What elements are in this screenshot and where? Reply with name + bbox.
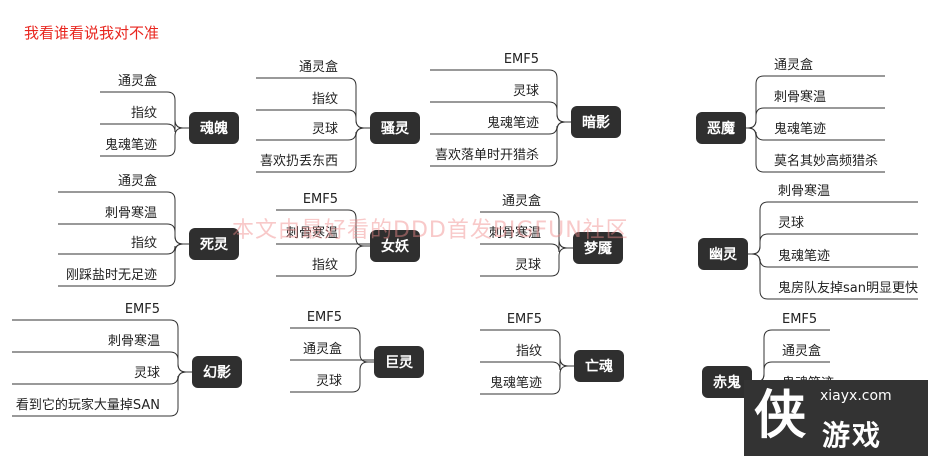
evidence-item-saoling-0: 通灵盒 bbox=[298, 60, 338, 75]
connector-juling-2 bbox=[290, 361, 374, 393]
evidence-item-huanying-0: EMF5 bbox=[124, 302, 160, 317]
connector-youling-3 bbox=[748, 253, 918, 300]
connector-youling-1 bbox=[748, 233, 918, 255]
evidence-item-wanghun-1: 指纹 bbox=[515, 344, 542, 359]
ghost-node-huanying: 幻影 bbox=[192, 356, 242, 388]
ghost-node-wanghun: 亡魂 bbox=[574, 350, 624, 382]
evidence-item-youling-0: 刺骨寒温 bbox=[778, 184, 831, 199]
evidence-item-saoling-1: 指纹 bbox=[311, 92, 338, 107]
evidence-item-emo-2: 鬼魂笔迹 bbox=[774, 122, 827, 137]
connector-emo-3 bbox=[746, 127, 885, 173]
evidence-item-emo-0: 通灵盒 bbox=[774, 58, 814, 73]
evidence-item-siling-3: 刚踩盐时无足迹 bbox=[65, 268, 157, 283]
evidence-item-siling-1: 刺骨寒温 bbox=[104, 206, 157, 221]
ghost-node-nvyao: 女妖 bbox=[370, 230, 420, 262]
evidence-item-mengyan-2: 灵球 bbox=[514, 258, 541, 273]
connector-wanghun-1 bbox=[480, 357, 574, 371]
evidence-item-siling-0: 通灵盒 bbox=[117, 174, 157, 189]
evidence-item-juling-1: 通灵盒 bbox=[302, 342, 342, 357]
evidence-item-anying-2: 鬼魂笔迹 bbox=[486, 116, 539, 131]
evidence-item-huanying-3: 看到它的玩家大量掉SAN bbox=[15, 398, 160, 413]
evidence-item-juling-2: 灵球 bbox=[315, 374, 342, 389]
ghost-node-juling: 巨灵 bbox=[374, 346, 424, 378]
connector-youling-0 bbox=[748, 201, 918, 255]
evidence-item-anying-1: 灵球 bbox=[512, 84, 539, 99]
connector-huanying-3 bbox=[12, 371, 192, 417]
connector-huanying-0 bbox=[12, 319, 192, 373]
connector-anying-0 bbox=[430, 69, 571, 123]
evidence-item-youling-2: 鬼魂笔迹 bbox=[778, 249, 831, 264]
evidence-item-wanghun-2: 鬼魂笔迹 bbox=[489, 376, 542, 391]
evidence-item-anying-3: 喜欢落单时开猎杀 bbox=[434, 148, 539, 163]
connector-hunpo-2 bbox=[100, 127, 189, 157]
ghost-node-hunpo: 魂魄 bbox=[189, 112, 239, 144]
connector-saoling-1 bbox=[256, 109, 370, 129]
logo-site: xiayx.com bbox=[820, 388, 892, 404]
evidence-item-nvyao-2: 指纹 bbox=[311, 258, 338, 273]
page-title: 我看谁看说我对不准 bbox=[24, 24, 160, 42]
connector-nvyao-0 bbox=[276, 209, 370, 247]
evidence-item-saoling-2: 灵球 bbox=[311, 122, 338, 137]
connector-siling-3 bbox=[58, 243, 189, 287]
connector-emo-1 bbox=[746, 107, 885, 129]
connector-mengyan-1 bbox=[480, 239, 573, 253]
evidence-item-anying-0: EMF5 bbox=[503, 52, 539, 67]
connector-saoling-3 bbox=[256, 127, 370, 173]
ghost-node-saoling: 骚灵 bbox=[370, 112, 420, 144]
ghost-node-emo: 恶魔 bbox=[696, 112, 746, 144]
evidence-item-youling-3: 鬼房队友掉san明显更快 bbox=[778, 281, 918, 296]
site-logo: 侠 xiayx.com 游戏 bbox=[744, 380, 928, 456]
connector-siling-2 bbox=[58, 243, 189, 255]
connector-youling-2 bbox=[748, 253, 918, 268]
evidence-item-mengyan-0: 通灵盒 bbox=[501, 194, 541, 209]
evidence-item-huanying-2: 灵球 bbox=[133, 366, 160, 381]
evidence-item-nvyao-1: 刺骨寒温 bbox=[285, 226, 338, 241]
ghost-node-siling: 死灵 bbox=[189, 228, 239, 260]
connector-huanying-1 bbox=[12, 351, 192, 373]
connector-siling-1 bbox=[58, 223, 189, 245]
evidence-item-youling-1: 灵球 bbox=[778, 216, 805, 231]
connector-huanying-2 bbox=[12, 371, 192, 385]
evidence-item-chigui-0: EMF5 bbox=[782, 312, 818, 327]
connector-wanghun-2 bbox=[480, 365, 574, 395]
watermark: 本文由最好看的DDD首发BIGFUN社区 bbox=[232, 218, 629, 243]
connector-mengyan-2 bbox=[480, 247, 573, 277]
connector-hunpo-1 bbox=[100, 119, 189, 133]
connector-nvyao-2 bbox=[276, 245, 370, 277]
evidence-item-huanying-1: 刺骨寒温 bbox=[107, 334, 160, 349]
connector-anying-3 bbox=[430, 121, 571, 167]
evidence-item-hunpo-2: 鬼魂笔迹 bbox=[104, 138, 157, 153]
evidence-item-hunpo-0: 通灵盒 bbox=[117, 74, 157, 89]
evidence-item-saoling-3: 喜欢扔丢东西 bbox=[259, 154, 338, 169]
logo-mark: 侠 bbox=[754, 386, 807, 446]
evidence-item-nvyao-0: EMF5 bbox=[302, 192, 338, 207]
ghost-node-mengyan: 梦魇 bbox=[573, 232, 623, 264]
logo-word: 游戏 bbox=[822, 419, 883, 452]
evidence-item-chigui-1: 通灵盒 bbox=[782, 344, 822, 359]
evidence-item-emo-1: 刺骨寒温 bbox=[774, 90, 827, 105]
evidence-item-juling-0: EMF5 bbox=[306, 310, 342, 325]
connector-anying-1 bbox=[430, 101, 571, 123]
evidence-item-emo-3: 莫名其妙高频猎杀 bbox=[774, 154, 879, 169]
connector-juling-0 bbox=[290, 327, 374, 363]
ghost-node-anying: 暗影 bbox=[571, 106, 621, 138]
ghost-node-chigui: 赤鬼 bbox=[702, 366, 752, 398]
ghost-node-youling: 幽灵 bbox=[698, 238, 748, 270]
evidence-item-hunpo-1: 指纹 bbox=[130, 106, 157, 121]
evidence-item-wanghun-0: EMF5 bbox=[506, 312, 542, 327]
evidence-item-siling-2: 指纹 bbox=[130, 236, 157, 251]
evidence-item-mengyan-1: 刺骨寒温 bbox=[488, 226, 541, 241]
